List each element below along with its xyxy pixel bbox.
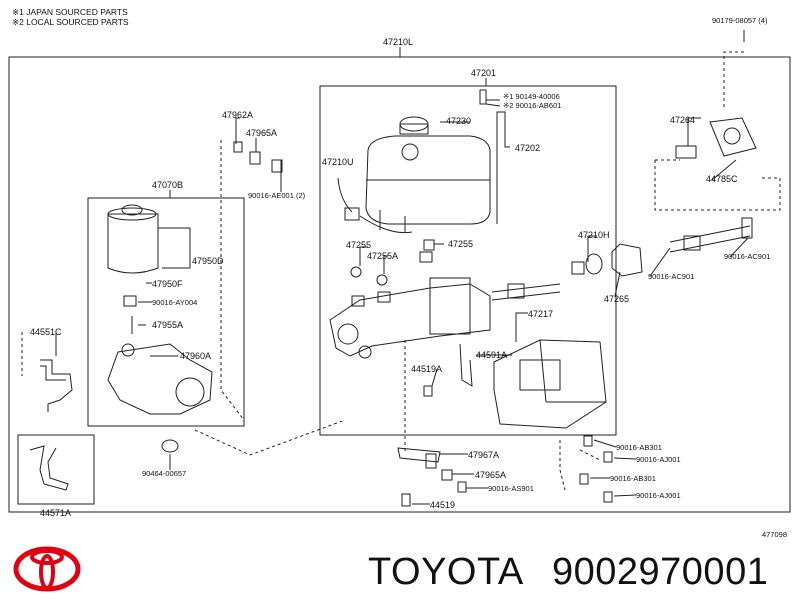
- part-label-90016-ac901-right: 90016-AC901: [724, 252, 771, 261]
- part-label-47962a: 47962A: [222, 110, 254, 120]
- part-label-44519: 44519: [430, 500, 456, 510]
- part-label-44591a: 44591A: [476, 350, 508, 360]
- box-44571a: [17, 434, 95, 505]
- part-label-47255a: 47255A: [367, 251, 399, 261]
- brand-name: TOYOTA: [368, 551, 524, 593]
- part-label-90149-40006: ※1 90149-40006: [503, 92, 560, 101]
- part-label-90016-aj001-top: 90016-AJ001: [636, 455, 681, 464]
- part-label-90016-ac901-left: 90016-AC901: [648, 272, 695, 281]
- part-label-47230: 47230: [446, 116, 472, 126]
- part-label-47960a: 47960A: [180, 351, 212, 361]
- part-label-90016-ae001: 90016-AE001 (2): [248, 191, 306, 200]
- part-label-90016-as901: 90016-AS901: [488, 484, 534, 493]
- box-47070b: [87, 197, 245, 427]
- part-label-44519a: 44519A: [411, 364, 443, 374]
- part-label-47210h: 47210H: [578, 230, 610, 240]
- part-label-47202: 47202: [515, 143, 541, 153]
- note-local-sourced: ※2 LOCAL SOURCED PARTS: [12, 17, 129, 27]
- part-label-90016-ab301-top: 90016-AB301: [616, 443, 662, 452]
- part-label-44571a: 44571A: [40, 508, 72, 518]
- part-label-47950f: 47950F: [152, 279, 183, 289]
- part-label-47264: 47264: [670, 115, 696, 125]
- part-label-90016-ab601: ※2 90016-AB601: [503, 101, 562, 110]
- part-label-47070b: 47070B: [152, 180, 184, 190]
- part-label-90016-aj001-bottom: 90016-AJ001: [636, 491, 681, 500]
- toyota-logo-icon: [13, 546, 81, 592]
- part-number: 9002970001: [552, 551, 769, 593]
- part-label-47255-right: 47255: [448, 239, 474, 249]
- part-label-47955a: 47955A: [152, 320, 184, 330]
- part-label-90179-08057: 90179-08057 (4): [712, 16, 768, 25]
- part-label-90016-ab301-bottom: 90016-AB301: [610, 474, 656, 483]
- part-label-47965a-bottom: 47965A: [475, 470, 507, 480]
- diagram-reference-number: 477098: [762, 530, 788, 539]
- part-label-47201: 47201: [471, 68, 497, 78]
- part-label-44551c: 44551C: [30, 327, 62, 337]
- note-japan-sourced: ※1 JAPAN SOURCED PARTS: [12, 7, 128, 17]
- part-label-47217: 47217: [528, 309, 554, 319]
- part-label-47965a-top: 47965A: [246, 128, 278, 138]
- part-label-90464-00657: 90464-00657: [142, 469, 187, 478]
- part-label-90016-ay004: 90016-AY004: [152, 298, 198, 307]
- part-label-47255-left: 47255: [346, 240, 372, 250]
- part-label-47950d: 47950D: [192, 256, 224, 266]
- part-label-47210u: 47210U: [322, 157, 354, 167]
- box-47210l: [319, 85, 617, 436]
- part-label-44785c: 44785C: [706, 174, 738, 184]
- part-label-47210l: 47210L: [383, 37, 414, 47]
- part-label-47967a: 47967A: [468, 450, 500, 460]
- part-label-47265: 47265: [604, 294, 630, 304]
